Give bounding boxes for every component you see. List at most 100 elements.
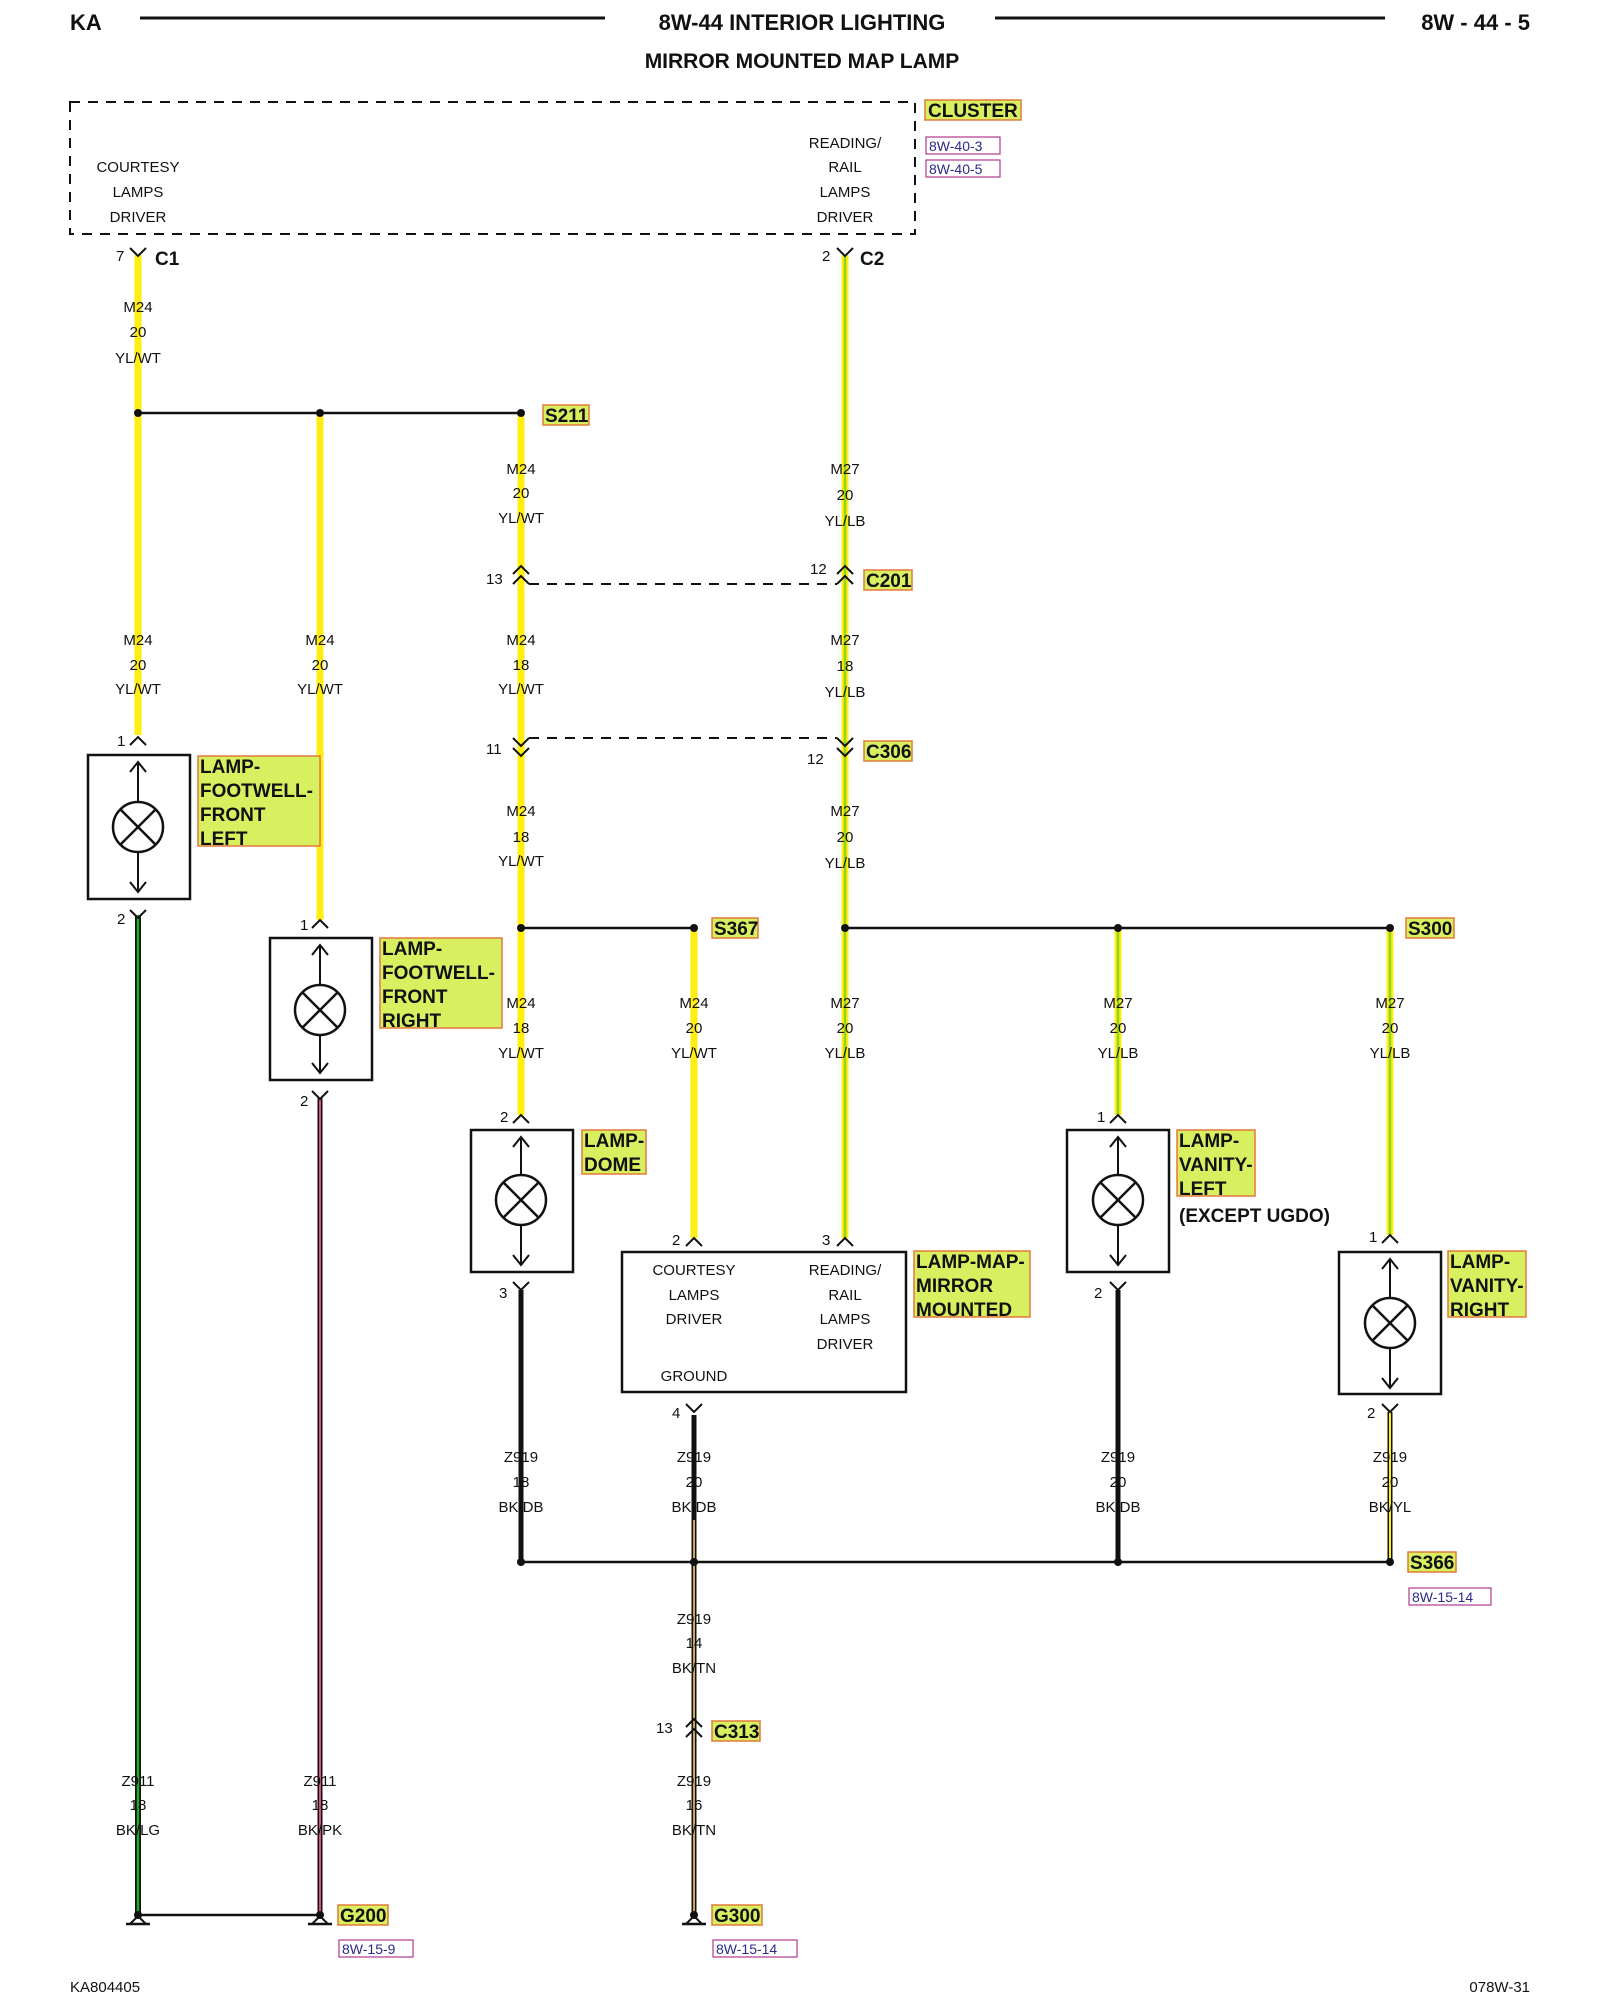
- wire-gauge: 18: [513, 1020, 530, 1037]
- wire-gauge: 18: [837, 658, 854, 675]
- component-label: LAMP-: [382, 939, 442, 960]
- component-label: DOME: [584, 1155, 641, 1176]
- component-label: VANITY-: [1179, 1155, 1253, 1176]
- wire-circuit: Z911: [303, 1773, 336, 1790]
- wire-color: BK/DB: [498, 1499, 543, 1516]
- wire-color: YL/WT: [498, 510, 544, 527]
- splice-ref-link[interactable]: 8W-15-14: [1412, 1589, 1473, 1605]
- component-label: FRONT: [382, 987, 448, 1008]
- component-pin: 1: [1369, 1229, 1377, 1246]
- wire-gauge: 16: [686, 1797, 703, 1814]
- wire-circuit: Z919: [504, 1449, 538, 1466]
- wire-gauge: 18: [312, 1797, 329, 1814]
- wire-gauge: 20: [1382, 1474, 1399, 1491]
- component-label: RIGHT: [382, 1011, 442, 1032]
- component-note: (EXCEPT UGDO): [1179, 1206, 1330, 1227]
- wire-circuit: Z919: [677, 1611, 711, 1628]
- connector-c1: 7 C1: [116, 247, 180, 270]
- lamp-footwell-front-left: 1 2 LAMP- FOOTWELL- FRONT LEFT: [86, 733, 321, 928]
- component-pin: 1: [300, 917, 308, 934]
- wire-color: BK/DB: [671, 1499, 716, 1516]
- component-label: RIGHT: [1450, 1300, 1510, 1321]
- map-lamp-reading-label: DRIVER: [817, 1336, 874, 1353]
- wire-circuit: Z911: [121, 1773, 154, 1790]
- component-label: MOUNTED: [916, 1300, 1012, 1321]
- wire-circuit: M27: [1375, 995, 1404, 1012]
- wire-circuit: Z919: [677, 1773, 711, 1790]
- connector-c201: 13 12 C201: [486, 561, 913, 592]
- component-label: MIRROR: [916, 1276, 993, 1297]
- ground-g200: G200 8W-15-9: [126, 1904, 414, 1958]
- wires: [134, 255, 1394, 1918]
- cluster-name: CLUSTER: [928, 101, 1018, 122]
- wire-gauge: 20: [130, 324, 147, 341]
- connector-pin: 12: [810, 561, 827, 578]
- page-header: KA 8W-44 INTERIOR LIGHTING 8W - 44 - 5 M…: [70, 10, 1530, 73]
- ground-ref-link[interactable]: 8W-15-14: [716, 1941, 777, 1957]
- connector-pin: 11: [486, 741, 502, 758]
- cluster-courtesy-label: COURTESY: [96, 159, 179, 176]
- component-pin: 3: [499, 1285, 507, 1302]
- cluster-reading-label: RAIL: [828, 159, 861, 176]
- component-pin: 4: [672, 1405, 680, 1422]
- splice-label: S211: [545, 406, 589, 427]
- component-pin: 2: [300, 1093, 308, 1110]
- cluster-ref-link[interactable]: 8W-40-5: [929, 161, 983, 177]
- wire-circuit: M24: [123, 632, 152, 649]
- ground-ref-link[interactable]: 8W-15-9: [342, 1941, 396, 1957]
- wire-gauge: 18: [513, 829, 530, 846]
- wire-gauge: 14: [686, 1635, 703, 1652]
- wire-gauge: 20: [312, 657, 329, 674]
- footer-left: KA804405: [70, 1979, 140, 1996]
- wire-gauge: 20: [513, 485, 530, 502]
- wire-gauge: 20: [1110, 1020, 1127, 1037]
- connector-pin: 2: [822, 248, 830, 265]
- component-label: FRONT: [200, 805, 266, 826]
- component-pin: 2: [117, 911, 125, 928]
- cluster-reading-label: READING/: [809, 135, 882, 152]
- component-pin: 2: [500, 1109, 508, 1126]
- header-page-number: 8W - 44 - 5: [1421, 10, 1530, 35]
- wire-color: YL/LB: [825, 855, 866, 872]
- wire-gauge: 20: [1110, 1474, 1127, 1491]
- component-pin: 2: [672, 1232, 680, 1249]
- wire-color: YL/WT: [115, 350, 161, 367]
- wire-color: BK/LG: [116, 1822, 160, 1839]
- wire-color: YL/WT: [498, 1045, 544, 1062]
- header-subtitle: MIRROR MOUNTED MAP LAMP: [645, 50, 960, 73]
- cluster-reading-label: DRIVER: [817, 209, 874, 226]
- footer-right: 078W-31: [1469, 1979, 1530, 1996]
- wire-color: YL/LB: [1370, 1045, 1411, 1062]
- connector-name: C201: [866, 571, 912, 592]
- component-pin: 3: [822, 1232, 830, 1249]
- header-title: 8W-44 INTERIOR LIGHTING: [659, 10, 946, 35]
- splice-s366: S366 8W-15-14: [1407, 1551, 1492, 1606]
- wire-gauge: 20: [1382, 1020, 1399, 1037]
- map-lamp-reading-label: LAMPS: [820, 1311, 871, 1328]
- connector-c306: 11 12 C306: [486, 737, 913, 768]
- splice-label: S300: [1408, 919, 1452, 940]
- component-pin: 2: [1094, 1285, 1102, 1302]
- wire-circuit: Z919: [1373, 1449, 1407, 1466]
- wire-color: BK/YL: [1369, 1499, 1412, 1516]
- wire-circuit: M27: [1103, 995, 1132, 1012]
- component-label: LEFT: [200, 829, 248, 850]
- wire-circuit: M27: [830, 803, 859, 820]
- cluster-ref-link[interactable]: 8W-40-3: [929, 138, 983, 154]
- ground-g300: G300 8W-15-14: [682, 1904, 798, 1958]
- lamp-map-mirror-mounted: 2 3 COURTESY LAMPS DRIVER READING/ RAIL …: [620, 1232, 1031, 1422]
- wire-color: YL/WT: [297, 681, 343, 698]
